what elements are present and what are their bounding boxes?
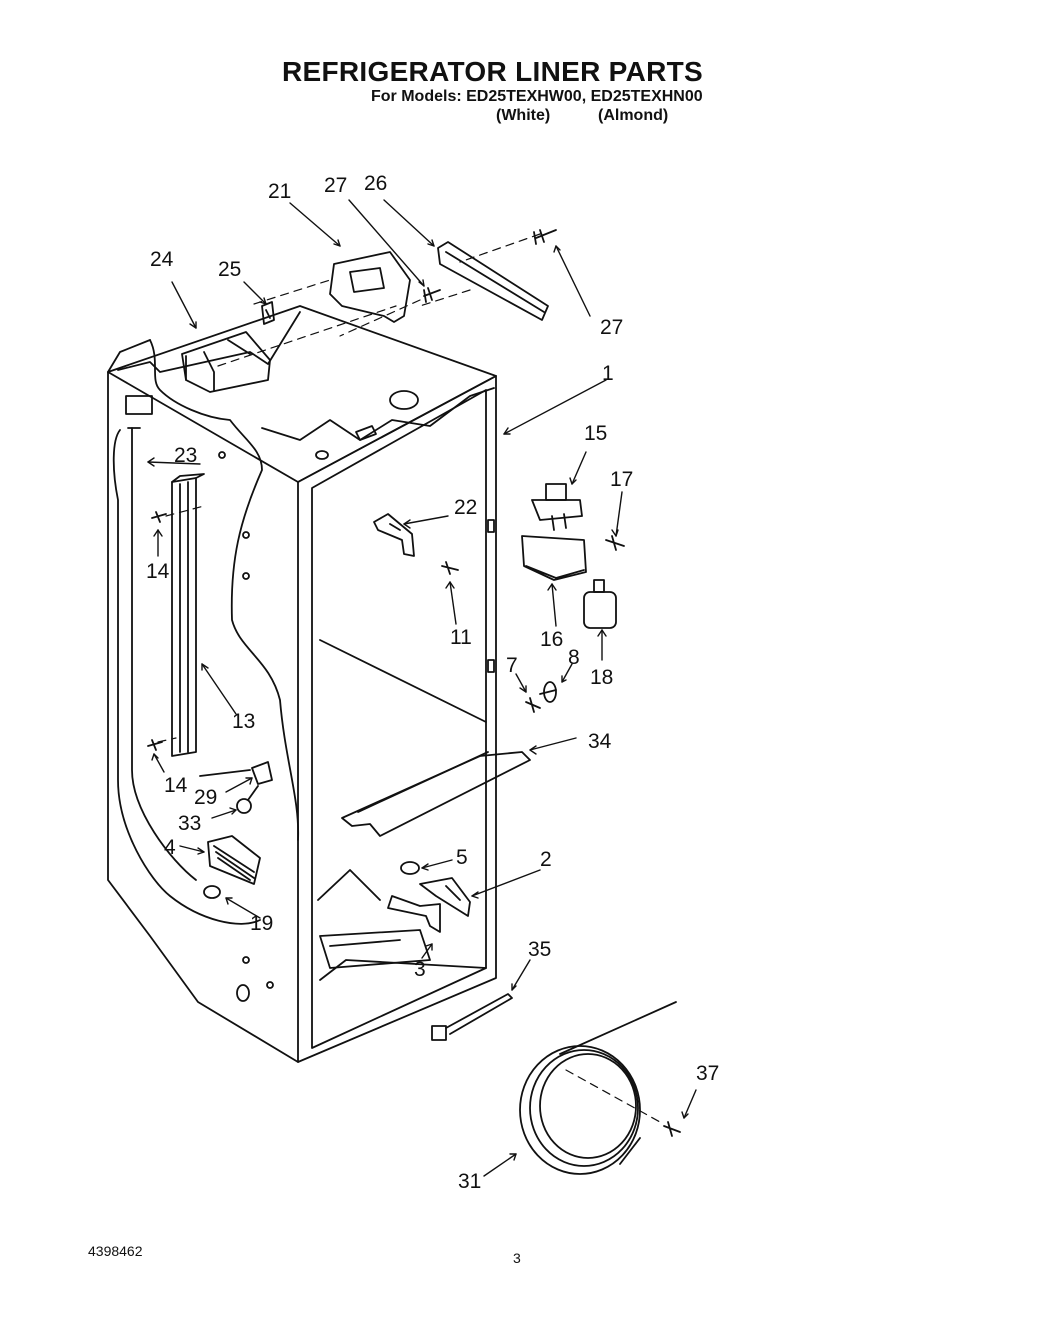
callout-17: 17 [610, 468, 633, 491]
part-16-cover [521, 535, 587, 581]
callout-5: 5 [456, 846, 468, 869]
part-8-bumper [539, 681, 557, 703]
document-number: 4398462 [88, 1243, 143, 1259]
part-13-channel [171, 473, 205, 757]
callout-21: 21 [268, 180, 291, 203]
models-line: For Models: ED25TEXHW00, ED25TEXHN00 [371, 88, 703, 105]
assembly-lines [157, 233, 661, 1123]
part-26-rail [437, 241, 549, 321]
callout-14-bottom: 14 [164, 774, 188, 797]
callout-26: 26 [364, 172, 387, 195]
callout-31: 31 [458, 1170, 481, 1193]
part-34-shield [341, 751, 531, 837]
part-17-screw [605, 535, 625, 551]
callout-11: 11 [450, 626, 472, 649]
part-14-screw-a [151, 511, 167, 523]
part-15-thermostat [531, 483, 583, 531]
callout-labels: 21 27 26 24 25 27 1 15 23 17 22 14 11 16… [146, 172, 719, 1193]
color-white-label: (White) [496, 107, 551, 124]
part-31-tubing-coil [519, 1001, 677, 1175]
callout-37: 37 [696, 1062, 719, 1085]
callout-34: 34 [588, 730, 612, 753]
callout-25: 25 [218, 258, 241, 281]
callout-14-top: 14 [146, 560, 170, 583]
callout-24: 24 [150, 248, 174, 271]
part-33-bulb [236, 785, 259, 814]
part-19-plug [203, 885, 221, 899]
part-22-bracket [373, 513, 415, 557]
callout-33: 33 [178, 812, 201, 835]
part-18-knob [583, 579, 617, 629]
part-24-control-housing [181, 331, 271, 393]
part-4-grille [207, 835, 261, 885]
callout-18: 18 [590, 666, 613, 689]
callout-4: 4 [164, 836, 176, 859]
callout-27-top: 27 [324, 174, 347, 197]
callout-3: 3 [414, 958, 426, 981]
callout-8: 8 [568, 646, 580, 669]
part-37-screw [663, 1121, 681, 1137]
callout-23: 23 [174, 444, 197, 467]
part-7-screw [525, 697, 541, 713]
callout-29: 29 [194, 786, 217, 809]
part-27-screw-a [423, 287, 441, 303]
part-35-cable-tie [431, 993, 513, 1041]
leader-lines [147, 199, 697, 1177]
callout-7: 7 [506, 654, 518, 677]
part-11-screw [441, 561, 459, 575]
callout-13: 13 [232, 710, 255, 733]
callout-22: 22 [454, 496, 477, 519]
refrigerator-liner [107, 305, 497, 1063]
callout-35: 35 [528, 938, 551, 961]
color-almond-label: (Almond) [598, 107, 669, 124]
part-27-screw-b [533, 229, 557, 245]
part-21-bracket [329, 251, 411, 323]
part-29-socket [199, 761, 273, 785]
callout-1: 1 [602, 362, 614, 385]
callout-27-right: 27 [600, 316, 623, 339]
callout-19: 19 [250, 912, 273, 935]
callout-16: 16 [540, 628, 563, 651]
part-14-screw-b [147, 739, 163, 751]
part-3-bracket [387, 895, 441, 933]
page-number: 3 [513, 1250, 521, 1266]
part-25-clip [261, 301, 275, 325]
callout-2: 2 [540, 848, 552, 871]
page-title: REFRIGERATOR LINER PARTS [282, 56, 703, 87]
part-2-bracket [419, 877, 471, 917]
callout-15: 15 [584, 422, 607, 445]
part-5-nut [400, 861, 420, 875]
